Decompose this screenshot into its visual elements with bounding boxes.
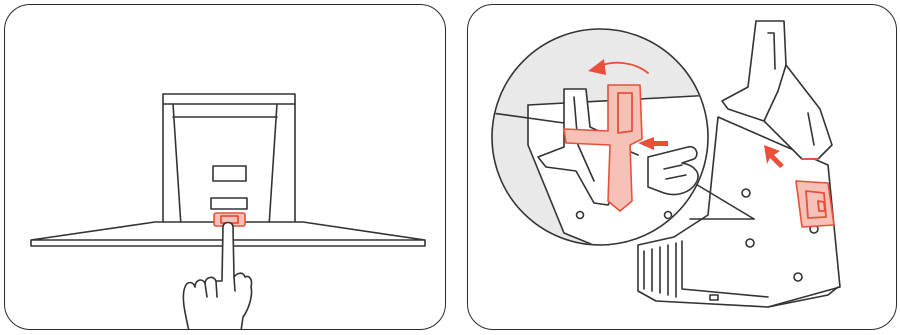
latch-bracket [796, 181, 834, 227]
step-1-illustration [5, 5, 446, 330]
monitor-lower-slot [211, 198, 247, 209]
step-1-panel [4, 4, 446, 330]
step-2-illustration [468, 5, 897, 330]
step-2-panel [467, 4, 897, 330]
monitor-rear-body [163, 94, 295, 226]
monitor-upper-slot [213, 166, 246, 181]
